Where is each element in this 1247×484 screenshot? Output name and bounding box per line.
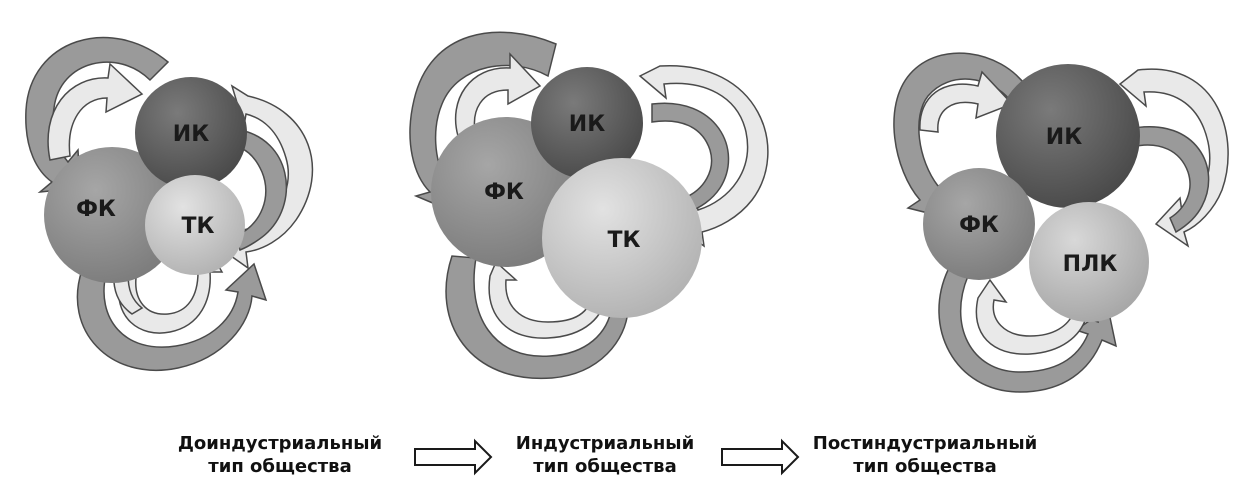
- circle-label-ik: ИК: [173, 122, 209, 147]
- circle-ik: [996, 64, 1140, 208]
- circle-tk: [145, 175, 245, 275]
- circle-label-tk: ТК: [608, 228, 641, 253]
- stage-industrial: ИК ФК ТК: [409, 31, 769, 380]
- circle-label-ik: ИК: [569, 112, 605, 137]
- caption-preindustrial: Доиндустриальный тип общества: [170, 432, 390, 478]
- curved-arrow-icon: [919, 70, 1014, 133]
- circle-label-fk: ФК: [76, 197, 116, 222]
- curved-arrow-icon: [454, 52, 542, 137]
- curved-arrow-icon: [76, 262, 268, 371]
- cycle-arrows: [409, 31, 769, 380]
- caption-line: тип общества: [853, 456, 997, 477]
- curved-arrow-icon: [893, 52, 1028, 219]
- circle-label-ik: ИК: [1046, 125, 1082, 150]
- circle-label-tk: ТК: [182, 214, 215, 239]
- curved-arrow-icon: [938, 269, 1118, 393]
- curved-arrow-icon: [1133, 125, 1210, 234]
- circle-fk: [44, 147, 180, 283]
- caption-postindustrial: Постиндустриальный тип общества: [805, 432, 1045, 478]
- circle-label-fk: ФК: [484, 180, 524, 205]
- curved-arrow-icon: [232, 129, 288, 252]
- transition-arrow-icon: [721, 438, 800, 476]
- caption-line: Доиндустриальный: [177, 433, 383, 454]
- circle-plk: [1029, 202, 1149, 322]
- caption-line: Индустриальный: [515, 433, 695, 454]
- circle-fk: [923, 168, 1035, 280]
- caption-line: тип общества: [533, 456, 677, 477]
- curved-arrow-icon: [47, 62, 144, 161]
- cycle-arrows: [893, 52, 1229, 393]
- circle-tk: [542, 158, 702, 318]
- caption-industrial: Индустриальный тип общества: [500, 432, 710, 478]
- caption-line: тип общества: [208, 456, 352, 477]
- curved-arrow-icon: [409, 31, 557, 214]
- circle-ik: [531, 67, 643, 179]
- caption-line: Постиндустриальный: [812, 433, 1038, 454]
- circle-ik: [135, 77, 247, 189]
- circle-label-plk: ПЛК: [1063, 252, 1118, 277]
- transition-arrow-icon: [414, 438, 493, 476]
- stage-postindustrial: ИК ФК ПЛК: [893, 52, 1229, 393]
- stage-preindustrial: ИК ФК ТК: [25, 36, 314, 371]
- circle-label-fk: ФК: [959, 213, 999, 238]
